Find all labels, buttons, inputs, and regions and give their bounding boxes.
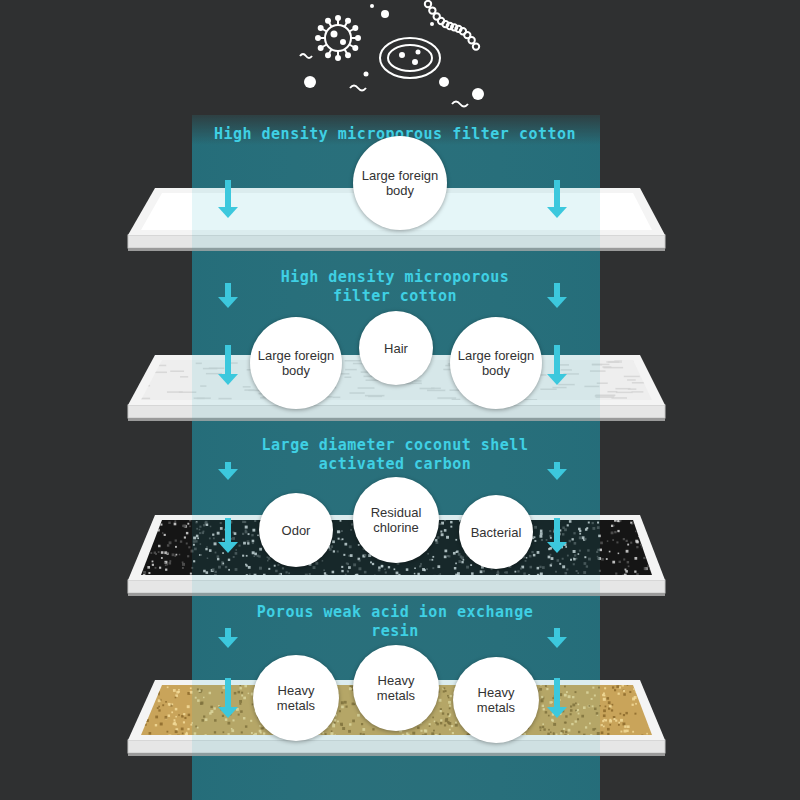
filter-layer: High density microporous filter cotton [255, 268, 535, 306]
filter-layer: Large diameter coconut shell activated c… [255, 436, 535, 474]
filter-target-circle: Large foreign body [450, 317, 543, 410]
flow-arrow-head [218, 637, 238, 648]
flow-arrow-head [547, 374, 567, 385]
flow-arrow [225, 678, 231, 708]
filter-target-circle: Odor [259, 493, 333, 567]
filter-target-circle: Heavy metals [453, 657, 539, 743]
filter-layer: Porous weak acid ion exchange resin [255, 603, 535, 641]
filter-target-circle: Bacterial [459, 495, 533, 569]
target-label: Bacterial [467, 525, 526, 540]
target-label: Odor [278, 523, 315, 538]
target-label: Large foreign body [250, 348, 343, 378]
target-label: Heavy metals [453, 685, 539, 715]
flow-arrow-head [218, 297, 238, 308]
target-label: Hair [380, 341, 412, 356]
flow-arrow [225, 462, 231, 470]
flow-arrow [225, 518, 231, 543]
filter-target-circle: Residual chlorine [353, 477, 439, 563]
target-label: Heavy metals [353, 673, 439, 703]
flow-arrow-head [547, 207, 567, 218]
layer-heading: Porous weak acid ion exchange resin [255, 603, 535, 641]
flow-arrow-head [547, 297, 567, 308]
water-band [192, 115, 600, 800]
flow-arrow-head [218, 707, 238, 718]
target-label: Heavy metals [253, 683, 339, 713]
flow-arrow [554, 180, 560, 208]
filter-target-circle: Large foreign body [353, 136, 447, 230]
filter-target-circle: Large foreign body [250, 317, 343, 410]
flow-arrow [225, 283, 231, 298]
flow-arrow-head [218, 469, 238, 480]
flow-arrow [225, 180, 231, 208]
filter-target-circle: Heavy metals [253, 655, 339, 741]
filter-target-circle: Heavy metals [353, 645, 439, 731]
flow-arrow-head [547, 637, 567, 648]
band-overlay [192, 115, 600, 800]
target-label: Large foreign body [353, 168, 447, 198]
flow-arrow-head [218, 542, 238, 553]
layer-heading: High density microporous filter cotton [255, 268, 535, 306]
filter-target-circle: Hair [359, 311, 433, 385]
flow-arrow-head [547, 707, 567, 718]
microbes [300, 1, 484, 107]
flow-arrow [225, 345, 231, 375]
flow-arrow [554, 283, 560, 298]
flow-arrow-head [218, 374, 238, 385]
flow-arrow [554, 345, 560, 375]
flow-arrow [554, 678, 560, 708]
flow-arrow [554, 462, 560, 470]
flow-arrow [554, 628, 560, 638]
flow-arrow [554, 518, 560, 543]
flow-arrow-head [547, 542, 567, 553]
flow-arrow-head [547, 469, 567, 480]
layer-heading: Large diameter coconut shell activated c… [255, 436, 535, 474]
target-label: Large foreign body [450, 348, 543, 378]
flow-arrow [225, 628, 231, 638]
flow-arrow-head [218, 207, 238, 218]
target-label: Residual chlorine [353, 505, 439, 535]
